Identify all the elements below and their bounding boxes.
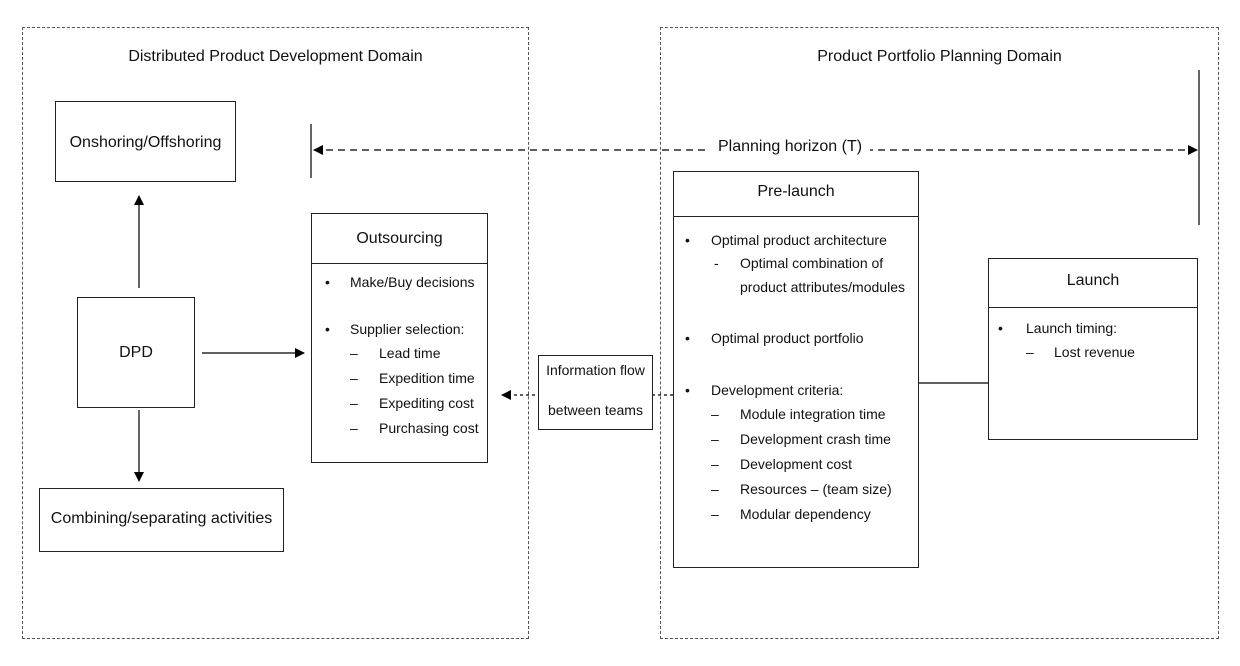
- outsourcing-dash-2: –: [350, 370, 358, 386]
- product-portfolio-planning-domain: Product Portfolio Planning Domain: [660, 27, 1219, 639]
- launch-dash-1: –: [1026, 344, 1034, 360]
- prelaunch-product-attributes: product attributes/modules: [740, 279, 905, 295]
- distributed-product-development-domain: Distributed Product Development Domain: [22, 27, 529, 639]
- outsourcing-title-divider: [311, 263, 488, 264]
- prelaunch-dash-3: –: [711, 456, 719, 472]
- planning-horizon-label: Planning horizon (T): [710, 138, 871, 156]
- outsourcing-box: Outsourcing • Make/Buy decisions • Suppl…: [311, 213, 488, 463]
- prelaunch-development-crash-time: Development crash time: [740, 431, 891, 447]
- onshoring-offshoring-box: Onshoring/Offshoring: [55, 101, 236, 182]
- outsourcing-expedition-time: Expedition time: [379, 370, 475, 386]
- prelaunch-optimal-combination: Optimal combination of: [740, 255, 884, 271]
- prelaunch-bullet-1: •: [685, 232, 690, 248]
- prelaunch-resources-team-size: Resources – (team size): [740, 481, 892, 497]
- outsourcing-supplier-selection: Supplier selection:: [350, 321, 465, 337]
- dpd-box: DPD: [77, 297, 195, 408]
- prelaunch-title: Pre-launch: [757, 183, 835, 200]
- outsourcing-dash-3: –: [350, 395, 358, 411]
- prelaunch-optimal-architecture: Optimal product architecture: [711, 232, 887, 248]
- outsourcing-dash-1: –: [350, 345, 358, 361]
- prelaunch-title-divider: [674, 216, 918, 217]
- information-flow-box: Information flow between teams: [538, 355, 653, 430]
- dpd-label: DPD: [119, 344, 153, 361]
- prelaunch-development-cost: Development cost: [740, 456, 853, 472]
- prelaunch-dash-5: –: [711, 506, 719, 522]
- prelaunch-dash-1: –: [711, 406, 719, 422]
- launch-box: Launch • Launch timing: – Lost revenue: [988, 258, 1198, 440]
- launch-lost-revenue: Lost revenue: [1054, 344, 1135, 360]
- outsourcing-make-buy: Make/Buy decisions: [350, 274, 475, 290]
- combining-separating-label: Combining/separating activities: [50, 510, 273, 527]
- prelaunch-modular-dependency: Modular dependency: [740, 506, 871, 522]
- right-domain-title: Product Portfolio Planning Domain: [817, 48, 1062, 65]
- launch-timing: Launch timing:: [1026, 320, 1118, 336]
- prelaunch-box: Pre-launch • Optimal product architectur…: [673, 171, 919, 568]
- prelaunch-dash-2: –: [711, 431, 719, 447]
- prelaunch-module-integration-time: Module integration time: [740, 406, 886, 422]
- outsourcing-lead-time: Lead time: [379, 345, 441, 361]
- onshoring-offshoring-label: Onshoring/Offshoring: [69, 134, 222, 151]
- launch-bullet-1: •: [998, 320, 1003, 336]
- outsourcing-bullet-1: •: [325, 274, 330, 290]
- launch-title: Launch: [1066, 272, 1120, 289]
- information-flow-line-1: Information flow: [546, 362, 645, 378]
- prelaunch-bullet-2: •: [685, 330, 690, 346]
- left-domain-title: Distributed Product Development Domain: [128, 48, 423, 65]
- prelaunch-hyphen: -: [714, 255, 719, 271]
- outsourcing-dash-4: –: [350, 420, 358, 436]
- outsourcing-expediting-cost: Expediting cost: [379, 395, 474, 411]
- outsourcing-purchasing-cost: Purchasing cost: [379, 420, 479, 436]
- prelaunch-bullet-3: •: [685, 382, 690, 398]
- prelaunch-dash-4: –: [711, 481, 719, 497]
- outsourcing-bullet-2: •: [325, 321, 330, 337]
- prelaunch-optimal-portfolio: Optimal product portfolio: [711, 330, 864, 346]
- launch-title-divider: [989, 307, 1197, 308]
- prelaunch-development-criteria: Development criteria:: [711, 382, 844, 398]
- outsourcing-title: Outsourcing: [356, 230, 443, 247]
- information-flow-line-2: between teams: [548, 402, 643, 418]
- combining-separating-box: Combining/separating activities: [39, 488, 284, 552]
